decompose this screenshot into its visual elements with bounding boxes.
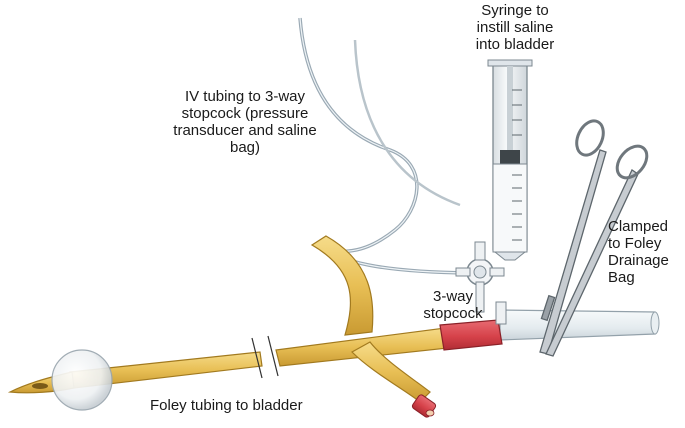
stopcock-stem xyxy=(495,301,507,325)
syringe-label: Syringe to instill saline into bladder xyxy=(475,2,555,53)
catheter-balloon xyxy=(51,349,113,411)
transducer-line xyxy=(353,39,461,207)
foley-side-port xyxy=(310,235,374,336)
stopcock xyxy=(455,241,505,313)
clamp-label: Clamped to Foley Drainage Bag xyxy=(608,218,669,286)
iv-tubing-label: IV tubing to 3-way stopcock (pressure tr… xyxy=(173,88,317,156)
stopcock-label: 3-way stopcock xyxy=(423,288,483,322)
foley-tubing-label: Foley tubing to bladder xyxy=(150,397,303,414)
break-mark-1 xyxy=(251,337,263,379)
syringe xyxy=(487,59,533,261)
red-connector xyxy=(439,319,503,351)
break-mark-2 xyxy=(267,335,279,377)
hemostat-clamp xyxy=(539,119,649,357)
drainage-tube xyxy=(499,309,656,341)
